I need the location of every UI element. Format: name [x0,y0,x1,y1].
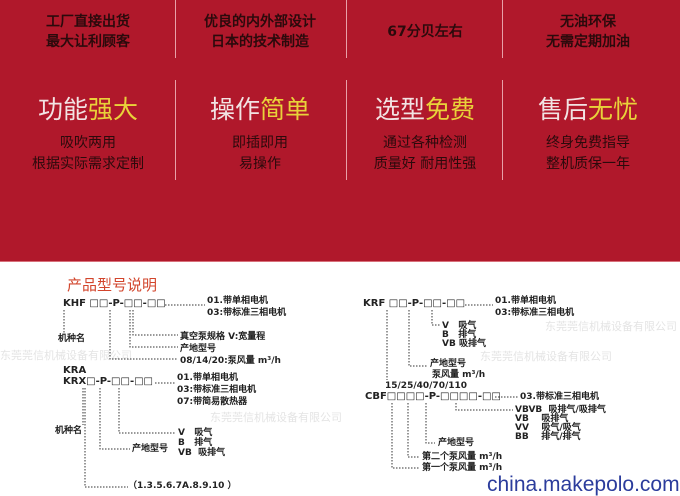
option-label: 产地型号 [132,444,169,454]
feature-title-easy: 操作简单 [209,95,311,124]
model-code-krx: KRX□-P-□□-□□ [63,376,154,387]
option-label: BB 排气/排气 [515,432,581,442]
model-code-khf: KHF □□-P-□□-□□ [63,298,166,309]
option-label: V 吸气 [178,428,213,438]
option-label: B 排气 [442,330,477,340]
watermark: 东莞莞信机械设备有限公司 [210,411,342,424]
model-code-krf: KRF □□-P-□□-□□ [363,298,466,309]
section-title: 产品型号说明 [67,276,158,294]
option-label: VBVB 吸排气/吸排气 [515,405,606,415]
option-label: 03.带标准三相电机 [520,392,599,402]
option-label: 第一个泵风量 m³/h [422,463,503,473]
option-label: 产地型号 [180,344,217,354]
divider [346,0,347,58]
option-label: 03:带标准三相电机 [495,308,575,318]
option-label: VB 吸排气 [515,414,569,424]
option-label: B 排气 [178,438,213,448]
option-label: 03:带标准三相电机 [207,308,287,318]
divider [502,0,503,58]
watermark: 东莞莞信机械设备有限公司 [480,350,612,363]
option-label: V 吸气 [442,321,477,331]
label-kind: 机种名 [58,334,86,344]
feature-title-service: 售后无忧 [537,95,639,124]
option-label: 08/14/20:泵风量 m³/h [180,356,281,366]
feature-desc: 吸吹两用根据实际需求定制 [32,135,144,172]
label-kind: 机种名 [55,426,83,436]
option-label: VV 吸气/吸气 [515,423,581,433]
feature-banner [0,0,680,262]
option-label: 01.带单相电机 [495,296,556,306]
option-label: 15/25/40/70/110 [385,381,468,391]
option-label: （1.3.5.6.7A.8.9.10 ） [128,481,237,491]
option-label: 泵风量 m³/h [432,370,486,380]
option-label: 产地型号 [438,438,475,448]
top-cell-noise: 67分贝左右 [387,24,463,40]
feature-desc: 即插即用易操作 [232,135,288,172]
top-cell-factory: 工厂直接出货最大让利顾客 [46,14,130,50]
top-cell-oilfree: 无油环保无需定期加油 [546,14,630,50]
option-label: 真空泵规格 V:宽量程 [180,332,266,342]
option-label: 03:带标准三相电机 [177,385,257,395]
option-label: 01.带单相电机 [207,296,268,306]
feature-title-power: 功能强大 [37,95,139,124]
model-code-cbf: CBF□□□□-P-□□□□-□□ [365,391,501,402]
watermark: 东莞莞信机械设备有限公司 [0,349,132,362]
feature-title-free: 选型免费 [374,95,476,124]
divider [502,80,503,180]
divider [175,80,176,180]
option-label: 产地型号 [430,359,467,369]
divider [346,80,347,180]
site-watermark: china.makepolo.com [487,473,680,496]
option-label: VB 吸排气 [178,448,226,458]
top-cell-design: 优良的内外部设计日本的技术制造 [204,14,316,50]
model-code-kra: KRA [63,365,87,376]
divider [175,0,176,58]
feature-desc: 终身免费指导整机质保一年 [546,135,630,172]
feature-desc: 通过各种检测质量好 耐用性强 [373,135,477,172]
watermark: 东莞莞信机械设备有限公司 [545,320,677,333]
option-label: 第二个泵风量 m³/h [422,452,503,462]
option-label: 01.带单相电机 [177,373,238,383]
option-label: 07:带简易散热器 [177,397,248,407]
option-label: VB 吸排气 [442,339,486,349]
